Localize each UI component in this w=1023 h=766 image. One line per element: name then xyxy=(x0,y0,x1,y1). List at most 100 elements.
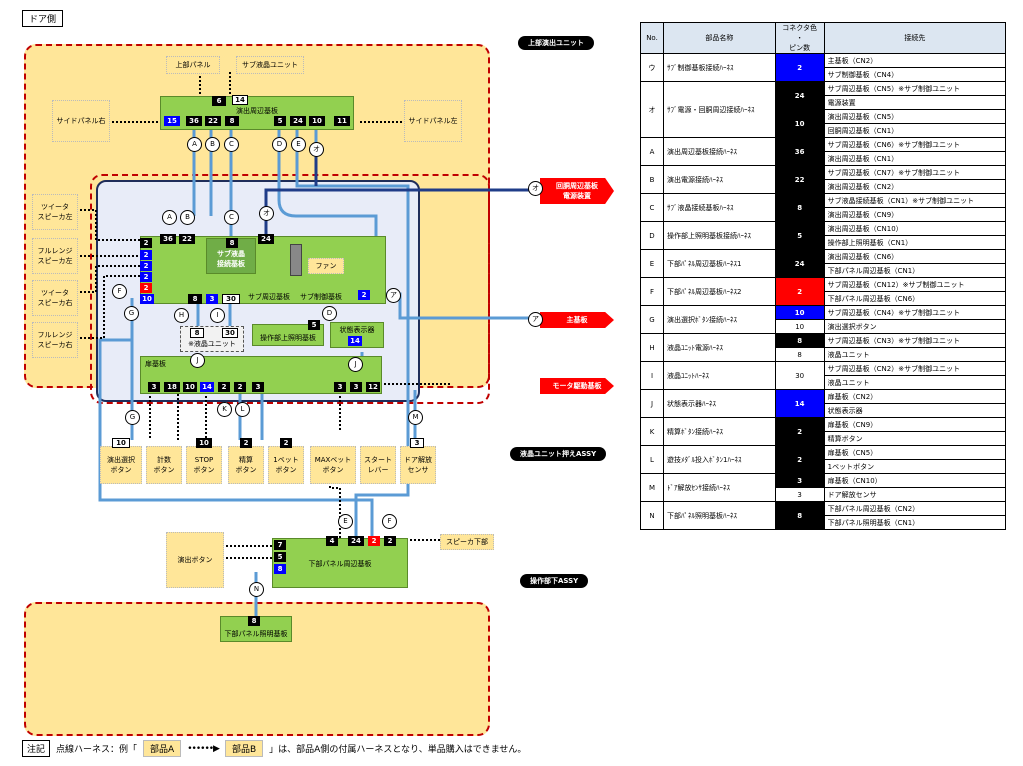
pin-sd-14: 14 xyxy=(348,336,362,346)
note-suffix: 」は、部品A側の付属ハーネスとなり、単品購入はできません。 xyxy=(269,745,527,755)
th-destination: 接続先 xyxy=(823,22,1007,54)
harness-marker-d2: D xyxy=(322,306,337,321)
cell-no: J xyxy=(640,389,664,418)
cell-part-name: ｻﾌﾞ液晶接続基板ﾊｰﾈｽ xyxy=(663,193,776,222)
pin-db-3: 3 xyxy=(148,382,160,392)
pin-ep-14: 14 xyxy=(232,95,248,105)
pin-left-2c: 2 xyxy=(140,261,152,271)
pin-db-10: 10 xyxy=(183,382,197,392)
upper-panel-box: 上部パネル xyxy=(166,56,220,74)
cell-connector-pins: 5 xyxy=(774,221,825,250)
cell-destination: 演出周辺基板（CN9） xyxy=(823,207,1007,222)
sub-peripheral-board-label: サブ周辺基板 xyxy=(248,293,290,301)
button-maxbet: MAXベット ボタン xyxy=(310,446,356,484)
lcd-unit-label: ※液晶ユニット xyxy=(188,340,236,348)
cell-connector-pins: 22 xyxy=(774,165,825,194)
cell-destination: サブ周辺基板（CN6）※サブ制御ユニット xyxy=(823,137,1007,152)
lcd-assy-outer-border xyxy=(90,174,490,404)
cell-destination: 演出周辺基板（CN2） xyxy=(823,179,1007,194)
harness-marker-g2: G xyxy=(125,410,140,425)
pin-btn-door-sensor: 3 xyxy=(410,438,424,448)
pin-lp-4: 4 xyxy=(326,536,338,546)
cell-connector-pins: 2 xyxy=(774,277,825,306)
cell-destination: サブ液晶接続基板（CN1）※サブ制御ユニット xyxy=(823,193,1007,208)
pin-sc-36: 36 xyxy=(160,234,176,244)
cell-destination: 下部パネル周辺基板（CN1） xyxy=(823,263,1007,278)
cell-part-name: 演出電源接続ﾊｰﾈｽ xyxy=(663,165,776,194)
button-stop: STOP ボタン xyxy=(186,446,222,484)
cell-destination: 液晶ユニット xyxy=(823,347,1007,362)
harness-marker-a: A xyxy=(187,137,202,152)
harness-marker-f2: F xyxy=(382,514,397,529)
cell-connector-pins: 10 xyxy=(774,319,825,334)
harness-marker-a2: A xyxy=(162,210,177,225)
harness-o-main xyxy=(264,150,540,236)
note-label: 注記 xyxy=(22,740,51,757)
cell-part-name: 演出周辺基板接続ﾊｰﾈｽ xyxy=(663,137,776,166)
pin-ep-36: 36 xyxy=(186,116,202,126)
cell-destination: 演出周辺基板（CN6） xyxy=(823,249,1007,264)
cell-destination: 扉基板（CN2） xyxy=(823,389,1007,404)
status-display-label: 状態表示器 xyxy=(339,326,375,334)
pin-db-2a: 2 xyxy=(218,382,230,392)
cell-destination: 下部パネル照明基板（CN1） xyxy=(823,515,1007,530)
heatsink-icon xyxy=(290,244,302,276)
harness-marker-o3: オ xyxy=(528,181,543,196)
cell-part-name: 操作部上照明基板接続ﾊｰﾈｽ xyxy=(663,221,776,250)
motor-board-tag: モータ駆動基板 xyxy=(540,378,614,394)
cell-no: G xyxy=(640,305,664,334)
harness-marker-j2: J xyxy=(348,357,363,372)
cell-no: M xyxy=(640,473,664,502)
cell-connector-pins: 8 xyxy=(774,501,825,530)
fullrange-left-box: フルレンジ スピーカ左 xyxy=(32,238,78,274)
note-arrow-icon: ••••••▶ xyxy=(187,743,220,754)
harness-marker-u: ア xyxy=(386,288,401,303)
cell-no: N xyxy=(640,501,664,530)
pin-left-2r: 2 xyxy=(140,283,152,293)
pin-btn-stop: 10 xyxy=(196,438,212,448)
button-settle: 精算 ボタン xyxy=(228,446,264,484)
cell-part-name: 下部ﾊﾟﾈﾙ周辺基板ﾊｰﾈｽ1 xyxy=(663,249,776,278)
harness-marker-k: K xyxy=(217,402,232,417)
game-power-tag: 回胴周辺基板 電源装置 xyxy=(540,178,614,204)
cell-destination: 1ベットボタン xyxy=(823,459,1007,474)
harness-marker-j: J xyxy=(190,353,205,368)
cell-no: A xyxy=(640,137,664,166)
lower-panel-light-label: 下部パネル照明基板 xyxy=(224,630,288,638)
speaker-lower-box: スピーカ下部 xyxy=(440,534,494,550)
lcd-assy-callout: 液晶ユニット押えASSY xyxy=(510,447,607,461)
pin-db-3b: 3 xyxy=(252,382,264,392)
pin-ep-8: 8 xyxy=(225,116,239,126)
pin-db-2b: 2 xyxy=(234,382,246,392)
cell-destination: 主基板（CN2） xyxy=(823,53,1007,68)
cell-connector-pins: 3 xyxy=(774,487,825,502)
note-part-a: 部品A xyxy=(143,740,182,757)
pin-sc-2: 2 xyxy=(358,290,370,300)
cell-connector-pins: 24 xyxy=(774,249,825,278)
harness-d xyxy=(277,128,378,304)
cell-no: I xyxy=(640,361,664,390)
harness-marker-f: F xyxy=(112,284,127,299)
harness-marker-d: D xyxy=(272,137,287,152)
cell-destination: 演出周辺基板（CN10） xyxy=(823,221,1007,236)
start-lever: スタート レバー xyxy=(360,446,396,484)
cell-destination: 演出周辺基板（CN1） xyxy=(823,151,1007,166)
pin-lcd-8: 8 xyxy=(190,328,204,338)
op-upper-light-label: 操作部上照明基板 xyxy=(260,334,316,342)
harness-marker-u2: ア xyxy=(528,312,543,327)
cell-connector-pins: 8 xyxy=(774,347,825,362)
main-board-tag: 主基板 xyxy=(540,312,614,328)
pin-sc-8: 8 xyxy=(188,294,202,304)
sub-control-board-label: サブ制御基板 xyxy=(300,293,342,301)
buttons-row: 演出選択 ボタン 10 計数 ボタン STOP ボタン 10 精算 ボタン 2 … xyxy=(100,438,440,484)
cell-destination: 演出周辺基板（CN5） xyxy=(823,109,1007,124)
